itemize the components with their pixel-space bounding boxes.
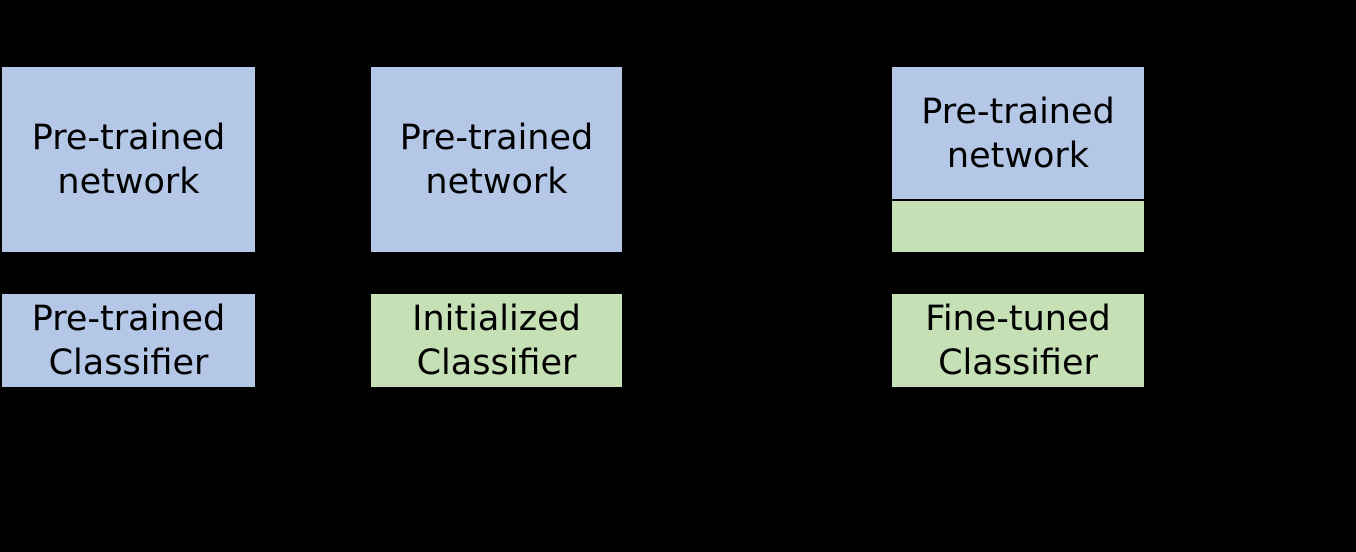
col2-network-line1: Pre-trained [399,117,594,158]
col1-classifier-line1: Pre-trained [31,298,226,339]
col2-network-line2: network [425,161,568,202]
col1-network-line1: Pre-trained [31,117,226,158]
col3-fine-tuned-classifier-block: Fine-tuned Classifier [892,294,1144,387]
col1-pretrained-classifier-block: Pre-trained Classifier [2,294,255,387]
col3-classifier-line2: Classifier [938,342,1098,383]
col1-network-line2: network [57,161,200,202]
col3-layer-divider [892,199,1144,201]
col3-pretrained-network-block: Pre-trained network [892,67,1144,200]
col1-pretrained-network-block: Pre-trained network [2,67,255,252]
col2-pretrained-network-block: Pre-trained network [371,67,622,252]
col2-classifier-line1: Initialized [412,298,581,339]
col3-classifier-line1: Fine-tuned [925,298,1111,339]
col2-initialized-classifier-block: Initialized Classifier [371,294,622,387]
col2-classifier-line2: Classifier [416,342,577,383]
col3-fine-tuned-layer-block [892,201,1144,252]
col1-classifier-line2: Classifier [48,342,209,383]
col3-network-line2: network [946,135,1090,176]
col3-network-line1: Pre-trained [921,91,1115,132]
